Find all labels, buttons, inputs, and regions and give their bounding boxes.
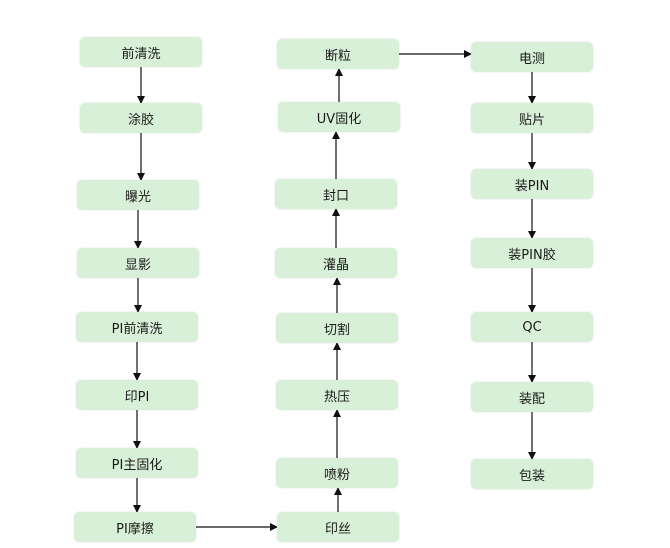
step-electrical-test: 电测	[471, 42, 593, 72]
step-pi-rubbing: PI摩擦	[74, 512, 196, 542]
step-pin-glue: 装PIN胶	[471, 238, 593, 268]
step-develop: 显影	[77, 248, 199, 278]
step-cutting: 切割	[276, 313, 398, 343]
step-qc: QC	[471, 312, 593, 342]
step-packaging: 包装	[471, 459, 593, 489]
step-attach-film: 贴片	[471, 103, 593, 133]
step-assembly: 装配	[471, 382, 593, 412]
step-pi-main-cure: PI主固化	[76, 448, 198, 478]
step-coating: 涂胶	[80, 103, 202, 133]
step-print-pi: 印PI	[76, 380, 198, 410]
step-exposure: 曝光	[77, 180, 199, 210]
step-spray-powder: 喷粉	[276, 458, 398, 488]
step-silk-print: 印丝	[277, 512, 399, 542]
step-pi-pre-clean: PI前清洗	[76, 312, 198, 342]
step-pre-clean: 前清洗	[80, 37, 202, 67]
step-hot-press: 热压	[276, 380, 398, 410]
step-lc-filling: 灌晶	[275, 248, 397, 278]
step-sealing: 封口	[275, 179, 397, 209]
step-uv-cure: UV固化	[278, 102, 400, 132]
step-break-cells: 断粒	[277, 39, 399, 69]
step-pin-install: 装PIN	[471, 169, 593, 199]
